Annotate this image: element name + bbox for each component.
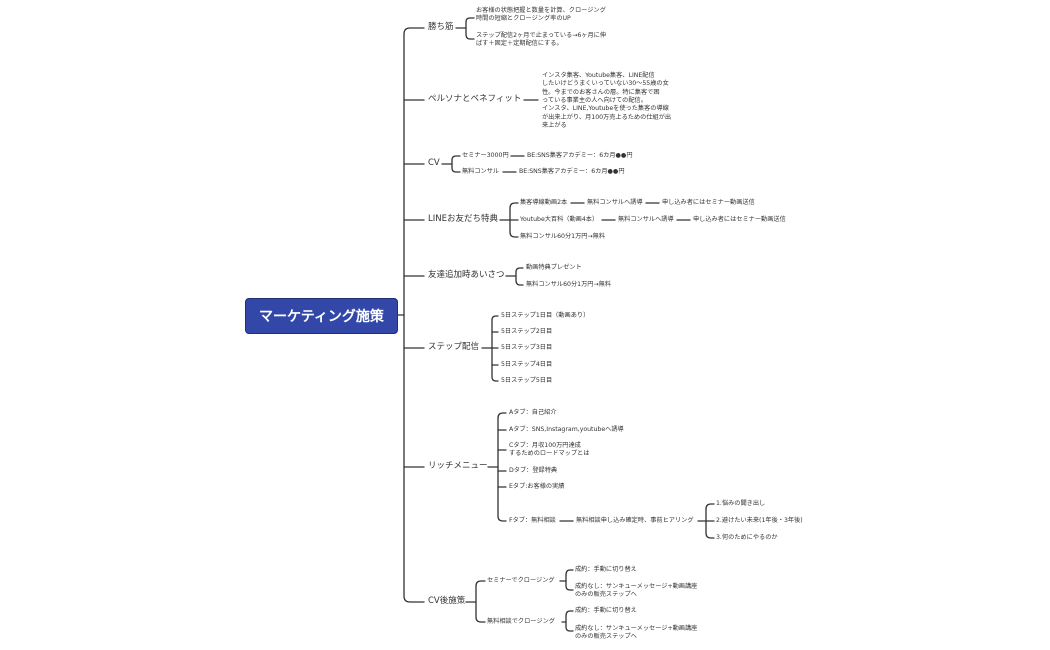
step-item[interactable]: 5日ステップ1日目（動画あり）: [501, 312, 590, 319]
after-cv-result[interactable]: 成約：手動に切り替え: [575, 566, 637, 573]
branch-after-cv[interactable]: CV後施策: [428, 596, 466, 606]
cv-item-detail[interactable]: BE:SNS集客アカデミー：6カ月●●円: [527, 152, 633, 159]
win-item[interactable]: お客様の状態把握と数量を計算、クロージング 時間の短縮とクロージング率のUP: [476, 7, 606, 23]
branch-cv[interactable]: CV: [428, 158, 440, 168]
line-item-step[interactable]: 申し込み者にはセミナー動画送信: [693, 216, 786, 223]
rich-tab[interactable]: Aタブ：SNS,Instagram,youtubeへ誘導: [509, 426, 624, 433]
line-item-step[interactable]: 無料コンサルへ誘導: [618, 216, 674, 223]
cv-item-detail[interactable]: BE:SNS集客アカデミー：6カ月●●円: [519, 168, 625, 175]
rich-tab[interactable]: Aタブ：自己紹介: [509, 409, 557, 416]
hearing-item[interactable]: 3.何のためにやるのか: [716, 534, 778, 541]
cv-item[interactable]: 無料コンサル: [462, 168, 500, 175]
after-cv-result[interactable]: 成約：手動に切り替え: [575, 607, 637, 614]
branch-step-delivery[interactable]: ステップ配信: [428, 342, 480, 352]
rich-tab-f[interactable]: Fタブ：無料相談: [509, 517, 556, 524]
line-item[interactable]: 集客導線動画2本: [520, 199, 568, 206]
persona-text[interactable]: インスタ集客、Youtube集客、LINE配信 したいけどうまくいっていない30…: [542, 72, 672, 130]
line-item[interactable]: Youtube大百科（動画4本）: [520, 216, 599, 223]
step-item[interactable]: 5日ステップ5日目: [501, 377, 553, 384]
rich-tab[interactable]: Dタブ：登録特典: [509, 467, 558, 474]
win-item[interactable]: ステップ配信2ヶ月で止まっている→6ヶ月に伸 ばす＋固定＋定期配信にする。: [476, 32, 607, 48]
step-item[interactable]: 5日ステップ4日目: [501, 361, 553, 368]
cv-item[interactable]: セミナー3000円: [462, 152, 509, 159]
branch-win[interactable]: 勝ち筋: [428, 22, 454, 32]
hearing-item[interactable]: 2.避けたい未来(1年後・3年後): [716, 517, 803, 524]
rich-tab-f-child[interactable]: 無料相談申し込み確定時、事前ヒアリング: [576, 517, 694, 524]
line-item[interactable]: 無料コンサル60分1万円→無料: [520, 233, 606, 240]
rich-tab[interactable]: Eタブ:お客様の実績: [509, 483, 565, 490]
after-cv-method[interactable]: セミナーでクロージング: [487, 577, 555, 584]
branch-line-benefit[interactable]: LINEお友だち特典: [428, 214, 498, 224]
step-item[interactable]: 5日ステップ2日目: [501, 328, 553, 335]
line-item-step[interactable]: 無料コンサルへ誘導: [587, 199, 643, 206]
branch-greeting[interactable]: 友達追加時あいさつ: [428, 270, 505, 280]
after-cv-result[interactable]: 成約なし：サンキューメッセージ+動画講座 のみの販売ステップへ: [575, 583, 698, 599]
after-cv-method[interactable]: 無料相談でクロージング: [487, 618, 555, 625]
hearing-item[interactable]: 1.悩みの聞き出し: [716, 500, 766, 507]
branch-persona[interactable]: ペルソナとベネフィット: [428, 94, 522, 104]
rich-tab[interactable]: Cタブ：月収100万円達成 するためのロードマップとは: [509, 442, 590, 458]
line-item-step[interactable]: 申し込み者にはセミナー動画送信: [662, 199, 755, 206]
step-item[interactable]: 5日ステップ3日目: [501, 344, 553, 351]
greet-item[interactable]: 動画特典プレゼント: [526, 264, 582, 271]
greet-item[interactable]: 無料コンサル60分1万円→無料: [526, 281, 612, 288]
root-node[interactable]: マーケティング施策: [245, 298, 398, 334]
after-cv-result[interactable]: 成約なし：サンキューメッセージ+動画講座 のみの販売ステップへ: [575, 625, 698, 641]
branch-rich-menu[interactable]: リッチメニュー: [428, 461, 488, 471]
